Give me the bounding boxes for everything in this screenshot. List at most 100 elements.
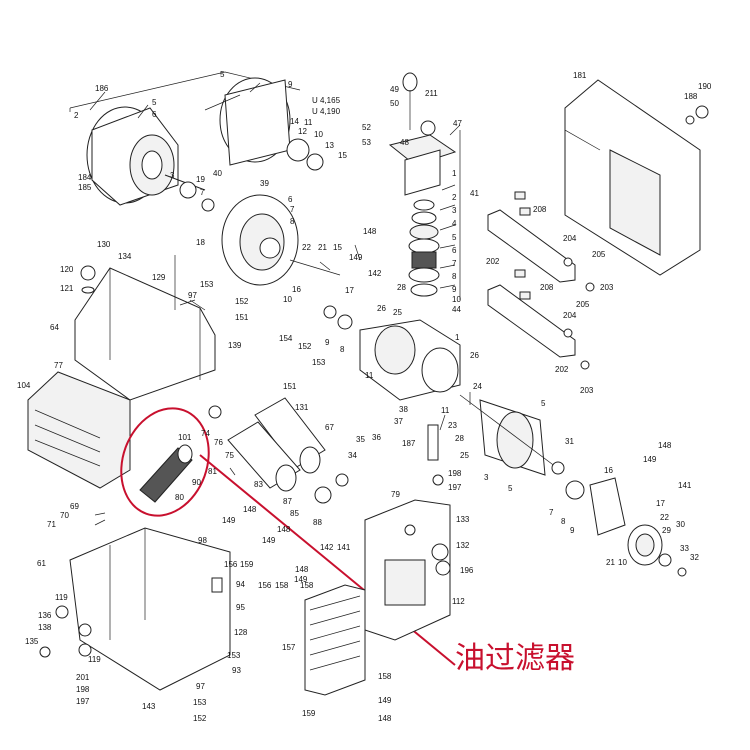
label-148: 148	[243, 505, 257, 514]
label-8: 8	[452, 272, 457, 281]
label-35: 35	[356, 435, 365, 444]
label-120: 120	[60, 265, 74, 274]
label-9: 9	[452, 285, 457, 294]
label-1: 1	[452, 169, 457, 178]
label-11: 11	[365, 371, 374, 380]
label-136: 136	[38, 611, 52, 620]
label-148: 148	[295, 565, 309, 574]
label-22: 22	[660, 513, 669, 522]
upper-housing	[74, 255, 216, 401]
label-9: 9	[288, 80, 293, 89]
label-204: 204	[563, 234, 577, 243]
label-129: 129	[152, 273, 166, 282]
label-36: 36	[372, 433, 381, 442]
label-133: 133	[456, 515, 470, 524]
label-83: 83	[254, 480, 263, 489]
label-143: 143	[142, 702, 156, 711]
label-88: 88	[313, 518, 322, 527]
label-135: 135	[25, 637, 39, 646]
label-40: 40	[213, 169, 222, 178]
pump-column	[323, 72, 461, 401]
label-10: 10	[618, 558, 627, 567]
label-204: 204	[563, 311, 577, 320]
label-148: 148	[378, 714, 392, 723]
rollers	[208, 397, 349, 504]
label-138: 138	[38, 623, 52, 632]
label-28: 28	[397, 283, 406, 292]
label-5: 5	[152, 98, 157, 107]
label-97: 97	[196, 682, 205, 691]
label-149: 149	[349, 253, 363, 262]
label-48: 48	[400, 138, 409, 147]
label-67: 67	[325, 423, 334, 432]
label-201: 201	[76, 673, 90, 682]
label-31: 31	[565, 437, 574, 446]
label-95: 95	[236, 603, 245, 612]
label-202: 202	[555, 365, 569, 374]
label-81: 81	[208, 467, 217, 476]
label-139: 139	[228, 341, 242, 350]
label-30: 30	[676, 520, 685, 529]
label-159: 159	[240, 560, 254, 569]
label-11: 11	[441, 406, 450, 415]
label-49: 49	[390, 85, 399, 94]
oil-filter-annotation: 油过滤器	[455, 641, 575, 676]
label-37: 37	[394, 417, 403, 426]
label-79: 79	[391, 490, 400, 499]
label-29: 29	[662, 526, 671, 535]
label-198: 198	[448, 469, 462, 478]
label-90: 90	[192, 478, 201, 487]
label-149: 149	[378, 696, 392, 705]
label-69: 69	[70, 502, 79, 511]
callout-labels: 186 2 5 6 184 185 5 9 3 19 7 40 18 39 6 …	[17, 70, 712, 723]
label-94: 94	[236, 580, 245, 589]
label-203: 203	[580, 386, 594, 395]
label-17: 17	[656, 499, 665, 508]
label-24: 24	[473, 382, 482, 391]
label-34: 34	[348, 451, 357, 460]
label-148: 148	[363, 227, 377, 236]
label-119: 119	[55, 593, 68, 602]
side-plate	[364, 499, 451, 641]
label-132: 132	[456, 541, 470, 550]
label-8: 8	[290, 217, 295, 226]
label-18: 18	[196, 238, 205, 247]
label-u4165: U 4,165	[312, 96, 341, 105]
motor-assembly	[69, 71, 341, 286]
label-131: 131	[295, 403, 309, 412]
label-41: 41	[470, 189, 479, 198]
label-61: 61	[37, 559, 46, 568]
label-149: 149	[222, 516, 236, 525]
label-26: 26	[377, 304, 386, 313]
label-3: 3	[484, 473, 489, 482]
label-205: 205	[592, 250, 606, 259]
label-148: 148	[658, 441, 672, 450]
label-25: 25	[393, 308, 402, 317]
label-6: 6	[288, 195, 293, 204]
label-148: 148	[277, 525, 291, 534]
label-186: 186	[95, 84, 109, 93]
label-159: 159	[302, 709, 316, 718]
label-10: 10	[314, 130, 323, 139]
label-158: 158	[300, 581, 314, 590]
label-121: 121	[60, 284, 74, 293]
label-64: 64	[50, 323, 59, 332]
drive-shaft	[427, 394, 687, 577]
label-2: 2	[452, 193, 457, 202]
label-101: 101	[178, 433, 192, 442]
label-3: 3	[170, 171, 175, 180]
brackets	[487, 191, 595, 370]
label-52: 52	[362, 123, 371, 132]
label-13: 13	[325, 141, 334, 150]
label-184: 184	[78, 173, 92, 182]
label-16: 16	[604, 466, 613, 475]
label-32: 32	[690, 553, 699, 562]
label-8: 8	[340, 345, 345, 354]
label-97: 97	[188, 291, 197, 300]
label-u4190: U 4,190	[312, 107, 341, 116]
label-8: 8	[561, 517, 566, 526]
label-188: 188	[684, 92, 698, 101]
label-80: 80	[175, 493, 184, 502]
label-93: 93	[232, 666, 241, 675]
label-19: 19	[196, 175, 205, 184]
